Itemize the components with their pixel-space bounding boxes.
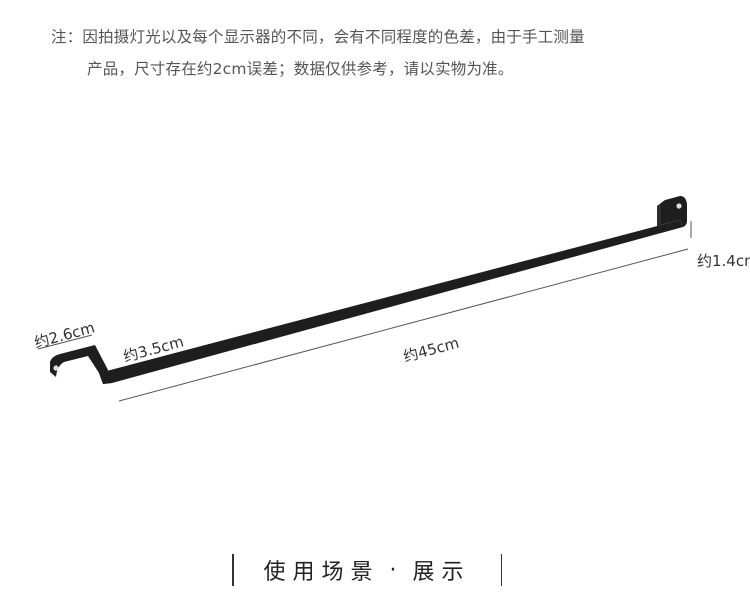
length-label: 约45cm: [401, 334, 461, 366]
title-bar-right: [500, 554, 502, 586]
title-bar-left: [232, 554, 234, 586]
towel-bar: [50, 196, 687, 384]
section-title-left: 使用场景: [263, 560, 380, 585]
height-label: 约1.4cm: [697, 252, 750, 270]
section-title-separator: ·: [389, 557, 397, 583]
length-dimension-line: [118, 248, 689, 402]
hook-height-label: 约2.6cm: [32, 319, 96, 352]
disclaimer-line-2: 产品，尺寸存在约2cm误差；数据仅供参考，请以实物为准。: [87, 60, 514, 78]
dimension-lines: [37, 221, 692, 402]
right-mount-hole: [676, 203, 682, 209]
disclaimer-line-1: 注：因拍摄灯光以及每个显示器的不同，会有不同程度的色差，由于手工测量: [51, 28, 585, 46]
left-mount-hole: [53, 365, 59, 371]
section-title-right: 展示: [412, 560, 471, 585]
section-title: 使用场景 · 展示: [232, 552, 502, 588]
hook-height-dimension-line: [37, 334, 93, 350]
